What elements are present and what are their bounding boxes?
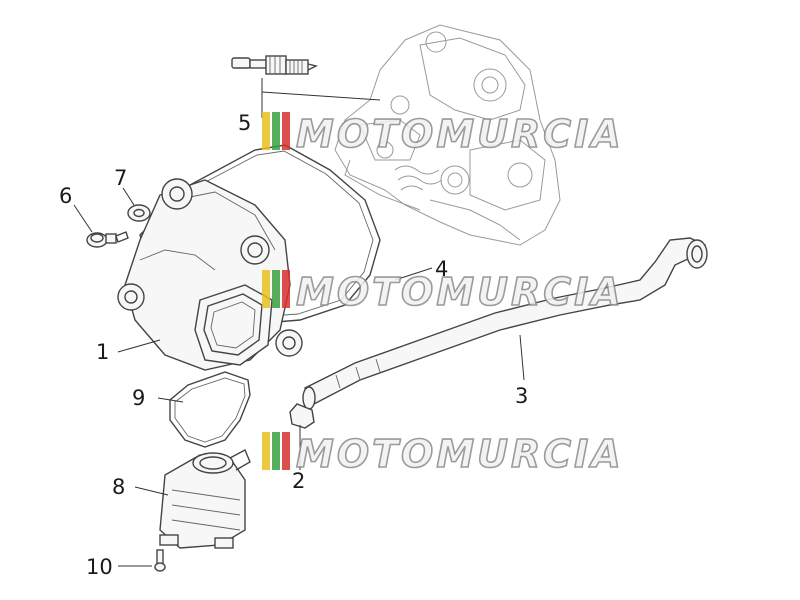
- valve-cover-drawing: [117, 178, 303, 371]
- hose-clamp-drawing: [289, 403, 315, 429]
- callout-1: 1: [96, 340, 109, 364]
- callout-7: 7: [114, 166, 127, 190]
- watermark-stripe-yellow: [262, 112, 270, 150]
- washer-drawing: [127, 204, 151, 222]
- watermark-stripe-yellow: [262, 432, 270, 470]
- watermark-top: MOTOMURCIA: [262, 111, 624, 157]
- leader-lines: [73, 78, 525, 567]
- callout-8: 8: [112, 475, 125, 499]
- callout-10: 10: [86, 555, 113, 579]
- watermark-stripe-red: [282, 112, 290, 150]
- watermark-text: MOTOMURCIA: [296, 112, 624, 156]
- seal-ring-drawing: [169, 371, 251, 448]
- callout-9: 9: [132, 386, 145, 410]
- watermark-text: MOTOMURCIA: [296, 270, 624, 314]
- callout-6: 6: [59, 184, 72, 208]
- callout-3: 3: [515, 384, 528, 408]
- watermark-stripe-green: [272, 112, 280, 150]
- watermark-stripe-green: [272, 270, 280, 308]
- screw-drawing: [154, 549, 166, 572]
- cylinder-head-drawing: [334, 24, 561, 246]
- callout-5: 5: [238, 111, 251, 135]
- bolt-drawing: [86, 231, 129, 248]
- spark-plug-drawing: [231, 55, 319, 75]
- callout-2: 2: [292, 469, 305, 493]
- watermark-bottom: MOTOMURCIA: [262, 431, 624, 477]
- watermark-middle: MOTOMURCIA: [262, 269, 624, 315]
- callout-4: 4: [435, 257, 448, 281]
- watermark-stripe-red: [282, 270, 290, 308]
- watermark-text: MOTOMURCIA: [296, 432, 624, 476]
- watermark-stripe-yellow: [262, 270, 270, 308]
- callouts: 1 2 3 4 5 6 7 8 9 10: [59, 111, 528, 579]
- watermark-stripe-red: [282, 432, 290, 470]
- breather-hose-drawing: [302, 237, 708, 410]
- breather-housing-drawing: [159, 449, 251, 549]
- watermark-stripe-green: [272, 432, 280, 470]
